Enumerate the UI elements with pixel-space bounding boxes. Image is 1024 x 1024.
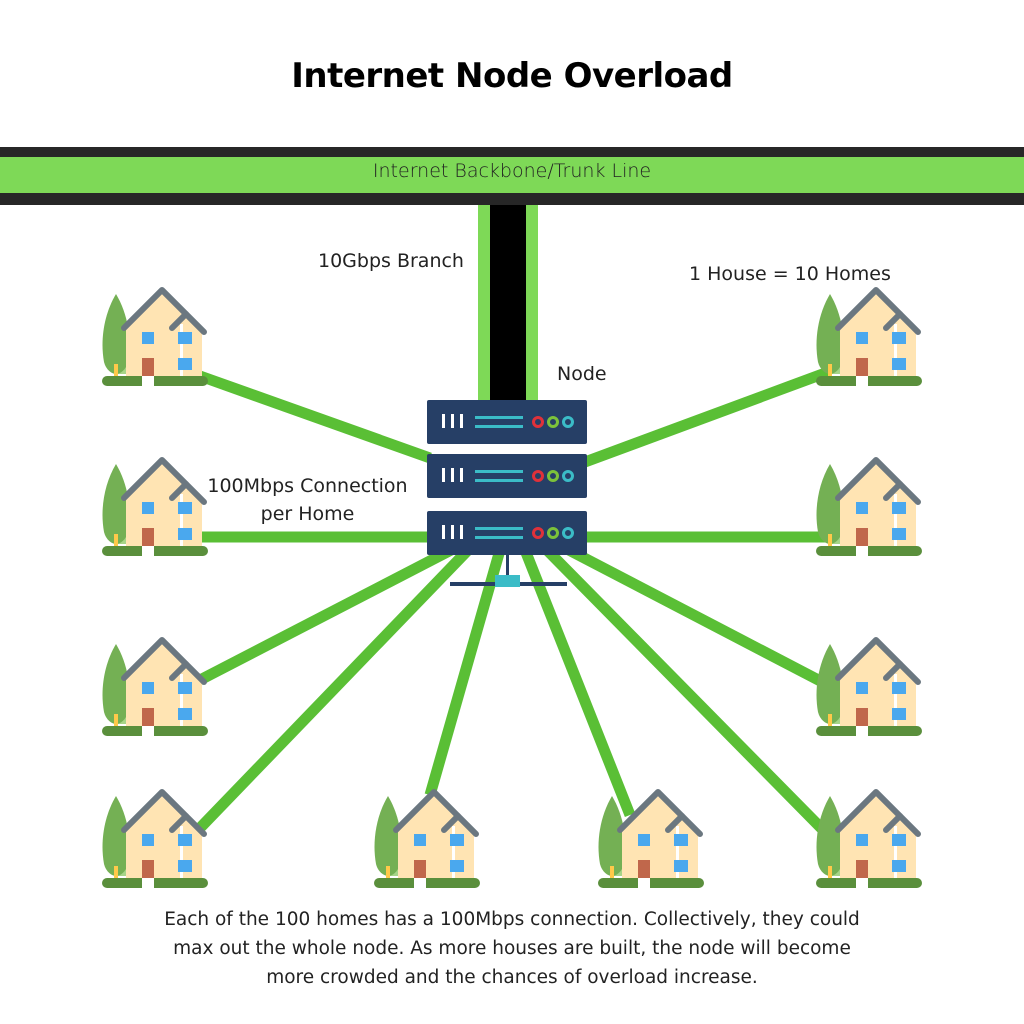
server-unit [425, 509, 589, 557]
node-server [425, 398, 589, 587]
house-icon [102, 792, 208, 888]
connection-line [519, 547, 636, 818]
house-icon [102, 290, 208, 386]
connection-label: 100Mbps Connection per Home [200, 472, 415, 528]
connection-line [197, 543, 458, 685]
backbone-label: Internet Backbone/Trunk Line [372, 160, 652, 182]
connection-line [424, 548, 506, 797]
connection-label-line2: per Home [260, 503, 355, 525]
house-icon [598, 792, 704, 888]
house-icon [374, 792, 480, 888]
house-icon [816, 460, 922, 556]
caption-line2: max out the whole node. As more houses a… [173, 938, 851, 959]
backbone-line-inner [0, 157, 1024, 193]
caption: Each of the 100 homes has a 100Mbps conn… [130, 905, 894, 992]
node-label: Node [557, 363, 607, 385]
server-unit [425, 398, 589, 446]
connection-line [196, 544, 474, 832]
page-title: Internet Node Overload [291, 56, 733, 96]
house-icon [816, 792, 922, 888]
branch-label: 10Gbps Branch [318, 250, 464, 272]
connection-line [562, 543, 831, 690]
connection-line [198, 370, 432, 464]
connection-label-line1: 100Mbps Connection [207, 475, 408, 497]
house-icon [816, 640, 922, 736]
house-icon [102, 640, 208, 736]
caption-line1: Each of the 100 homes has a 100Mbps conn… [164, 909, 860, 930]
caption-line3: more crowded and the chances of overload… [266, 967, 758, 988]
house-legend-label: 1 House = 10 Homes [689, 263, 891, 285]
connection-line [583, 366, 830, 468]
house-icon [102, 460, 208, 556]
branch-line-core [490, 205, 526, 405]
house-icon [816, 290, 922, 386]
connection-line [541, 544, 832, 839]
server-unit [425, 452, 589, 500]
